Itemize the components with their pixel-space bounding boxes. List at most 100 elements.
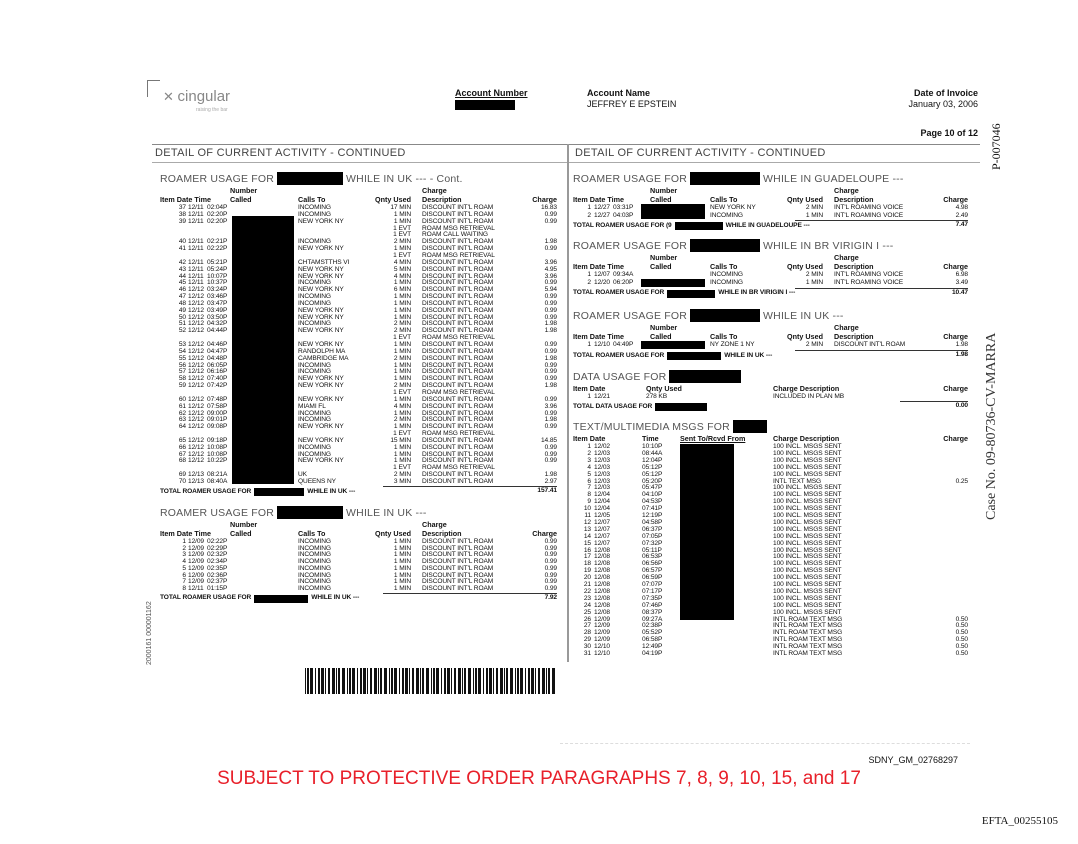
charge-description: 100 INCL. MSGS SENT: [773, 518, 842, 526]
barcode-bar: [305, 668, 306, 694]
item-number: 45: [178, 279, 186, 287]
barcode-bar: [520, 668, 523, 694]
col-item-date-time: Item Date Time: [160, 529, 211, 538]
barcode-bar: [325, 668, 326, 694]
calls-to: INCOMING: [298, 578, 331, 586]
charge: 0.50: [955, 650, 969, 657]
calls-to: CHTAMSTTHS VI: [298, 258, 350, 266]
item-date: 12/11: [188, 245, 204, 253]
charge-description: DISCOUNT INT'L ROAM: [422, 272, 494, 280]
calls-to: INCOMING: [298, 204, 331, 211]
total-label: TOTAL ROAMER USAGE FOR: [160, 487, 252, 495]
col-charge: Charge: [834, 253, 859, 262]
qnty-used: 1 MIN: [393, 245, 411, 253]
item-date: 12/05: [594, 512, 611, 519]
item-number: 1: [182, 538, 186, 545]
barcode-bar: [399, 668, 400, 694]
redaction-bar: [690, 239, 761, 252]
charge: 3.96: [544, 272, 558, 280]
item-number: 12: [583, 518, 591, 526]
col-item-date-time: Item Date Time: [573, 195, 624, 204]
item-time: 06:16P: [207, 368, 228, 376]
item-time: 03:47P: [207, 299, 228, 307]
item-date: 12/08: [594, 601, 611, 609]
col-charge-amount: Charge: [943, 332, 968, 341]
item-number: 8: [587, 491, 591, 499]
barcode-bar: [510, 668, 513, 694]
item-time: 05:20P: [642, 477, 663, 485]
barcode-bar: [441, 668, 442, 694]
item-date: 12/11: [188, 584, 204, 592]
col-charge-amount: Charge: [532, 529, 557, 538]
calls-to: INCOMING: [298, 368, 331, 376]
item-date: 12/03: [594, 477, 611, 485]
barcode-bar: [380, 668, 382, 694]
barcode-bar: [515, 668, 516, 694]
calls-to: INCOMING: [710, 271, 743, 278]
item-date: 12/20: [594, 278, 611, 286]
charge-description: DISCOUNT INT'L ROAM: [422, 354, 494, 362]
qnty-used: 1 MIN: [393, 299, 411, 307]
col-charge: Charge: [943, 384, 968, 393]
barcode-bar: [489, 668, 492, 694]
charge: 16.83: [540, 204, 557, 211]
item-number: 6: [587, 477, 591, 485]
calls-to: INCOMING: [710, 211, 743, 219]
item-time: 04:44P: [207, 327, 228, 335]
item-time: 02:34P: [207, 558, 228, 566]
total-rule: [795, 350, 968, 351]
calls-to: CAMBRIDGE MA: [298, 354, 349, 362]
col-description: Description: [422, 195, 462, 204]
divider: [152, 162, 980, 163]
col-charge: Charge: [422, 186, 447, 195]
calls-to: NY ZONE 1 NY: [710, 341, 755, 348]
section-title-suffix: WHILE IN UK --- - Cont.: [346, 172, 463, 185]
charge-description: DISCOUNT INT'L ROAM: [422, 544, 494, 552]
col-charge: Charge: [834, 186, 859, 195]
item-number: 1: [587, 443, 591, 450]
calls-to: INCOMING: [710, 278, 743, 286]
item-number: 7: [182, 578, 186, 586]
item-time: 07:05P: [642, 532, 663, 540]
charge: 1.98: [544, 238, 558, 246]
charge-description: DISCOUNT INT'L ROAM: [422, 382, 494, 390]
barcode-bar: [318, 668, 320, 694]
calls-to: NEW YORK NY: [298, 382, 344, 390]
item-time: 12:04P: [642, 456, 663, 464]
item-time: 09:18P: [207, 436, 228, 444]
item-date: 12/09: [594, 629, 611, 637]
item-number: 39: [178, 217, 186, 225]
item-date: 12/12: [188, 402, 205, 410]
item-time: 05:12P: [642, 470, 663, 478]
charge-description: 100 INCL. MSGS SENT: [773, 470, 842, 478]
item-date: 12/12: [188, 347, 205, 355]
item-number: 70: [178, 478, 186, 485]
barcode-bar: [374, 668, 377, 694]
calls-to: INCOMING: [298, 416, 331, 424]
item-number: 50: [178, 313, 186, 321]
charge-description: DISCOUNT INT'L ROAM: [422, 279, 494, 287]
item-number: 44: [178, 272, 186, 280]
item-number: 8: [182, 584, 186, 592]
item-date: 12/09: [188, 578, 205, 586]
calls-to: NEW YORK NY: [298, 341, 344, 348]
item-date: 12/12: [188, 443, 205, 451]
qnty-used: 1 EVT: [393, 224, 411, 232]
charge-description: INTL ROAM TEXT MSG: [773, 622, 843, 630]
qnty-used: 1 MIN: [393, 558, 411, 566]
barcode-bar: [464, 668, 466, 694]
item-time: 07:42P: [207, 382, 228, 390]
item-number: 2: [587, 449, 591, 457]
qnty-used: 1 MIN: [805, 211, 823, 219]
total-label-suffix: WHILE IN GUADELOUPE ---: [725, 221, 810, 229]
item-time: 02:04P: [207, 204, 228, 211]
charge-description: ROAM MSG RETRIEVAL: [422, 388, 495, 396]
item-number: 61: [178, 402, 186, 410]
barcode-bar: [517, 668, 519, 694]
item-number: 1: [587, 341, 591, 348]
barcode-bar: [447, 668, 450, 694]
